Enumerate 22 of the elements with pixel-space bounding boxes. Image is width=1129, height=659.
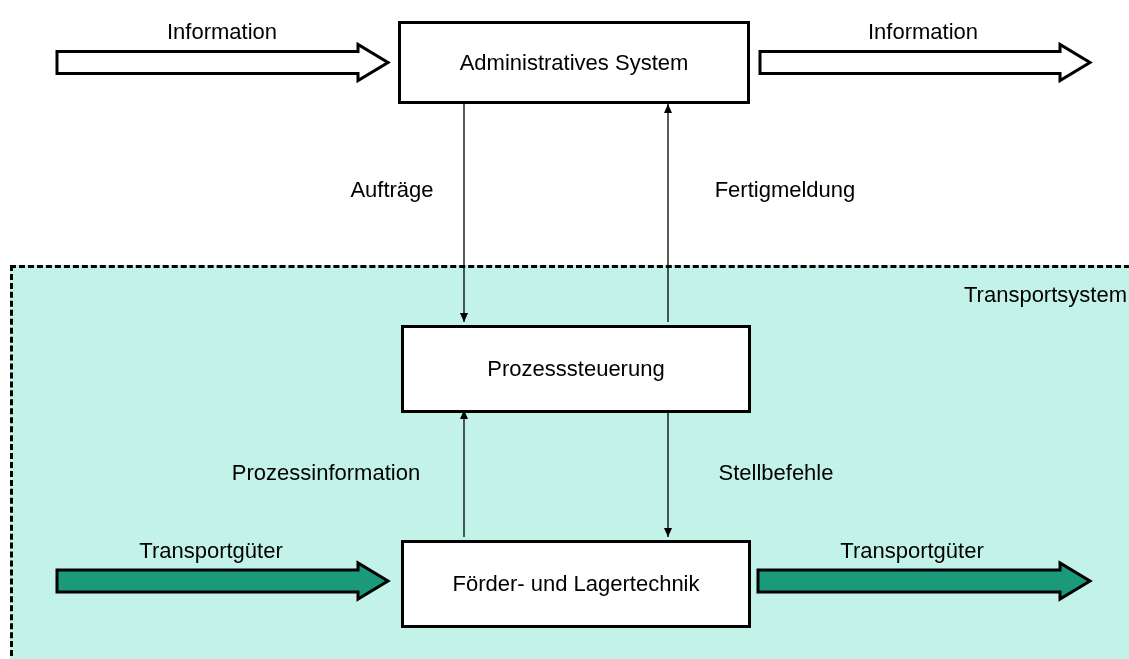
process-box [401, 325, 751, 413]
process-box [398, 21, 750, 104]
box-label: Administratives System [459, 49, 689, 76]
edge-label: Transportgüter [839, 538, 985, 564]
block-arrow [55, 41, 391, 84]
process-box [401, 540, 751, 628]
block-arrow [758, 41, 1093, 84]
edge-label: Aufträge [349, 177, 435, 203]
edge-label: Information [165, 19, 279, 45]
box-label: Förder- und Lagertechnik [452, 571, 700, 597]
arrow [460, 103, 468, 323]
region-title: Transportsystem [964, 282, 1127, 308]
edge-label: Prozessinformation [230, 460, 422, 486]
edge-label: Fertigmeldung [713, 177, 857, 203]
block-arrow [55, 560, 391, 602]
system-region [10, 265, 1129, 659]
edge-label: Information [866, 19, 980, 45]
edge-label: Stellbefehle [717, 460, 835, 486]
edge-label: Transportgüter [138, 538, 284, 564]
block-arrow [756, 560, 1093, 602]
arrow [664, 103, 672, 323]
box-label: Prozesssteuerung [487, 356, 665, 382]
